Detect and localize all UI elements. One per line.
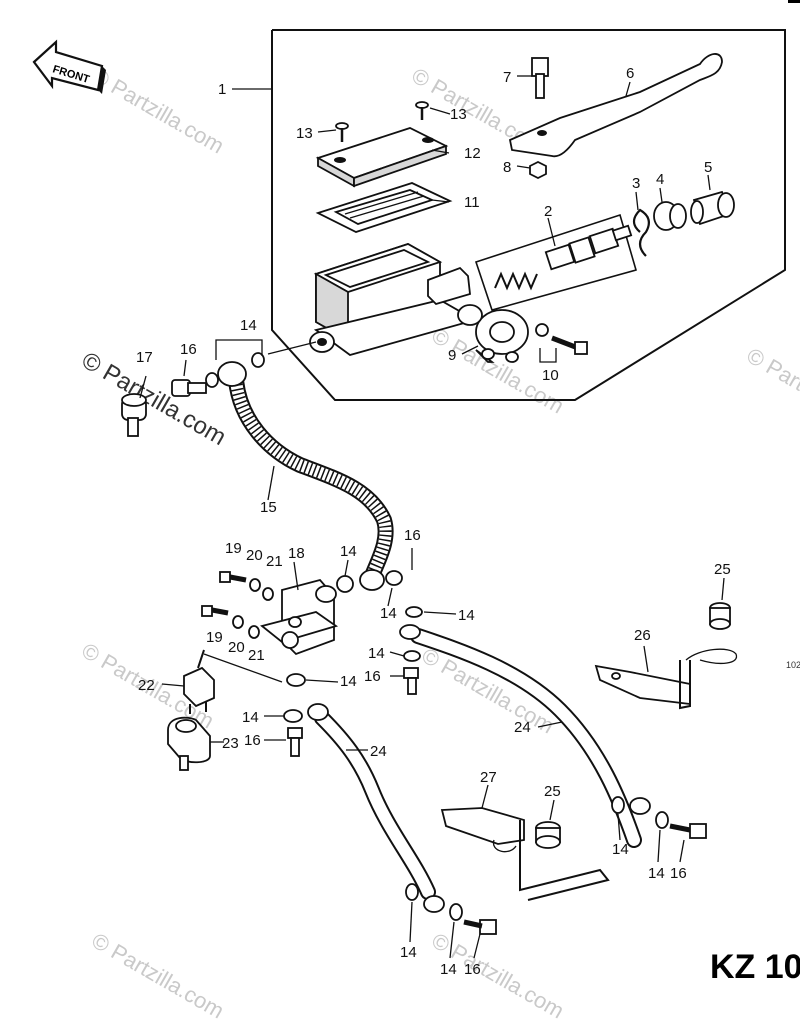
- banjo-bolt: [171, 352, 265, 397]
- callout-14f: 14: [340, 673, 357, 690]
- callout-16e: 16: [670, 865, 687, 882]
- upper-brake-hose: [217, 341, 403, 593]
- callout-1: 1: [218, 81, 226, 98]
- callout-23: 23: [222, 735, 239, 752]
- grommet: [535, 602, 731, 849]
- watermark-text: © Partzilla.com: [88, 63, 229, 159]
- watermark-copyright: © Partzilla.com: [77, 347, 231, 451]
- callout-19b: 19: [206, 629, 223, 646]
- washer-set: [283, 606, 423, 757]
- callout-24b: 24: [514, 719, 531, 736]
- callout-21a: 21: [266, 553, 283, 570]
- callout-8: 8: [503, 159, 511, 176]
- callout-25b: 25: [544, 783, 561, 800]
- cap-screw: [335, 101, 429, 142]
- corner-code: 102: [786, 660, 800, 670]
- callout-14e: 14: [368, 645, 385, 662]
- callout-3: 3: [632, 175, 640, 192]
- callout-14a: 14: [240, 317, 257, 334]
- dust-boot: [690, 190, 735, 226]
- callout-9: 9: [448, 347, 456, 364]
- callout-4: 4: [656, 171, 664, 188]
- clamp-bolt: [535, 323, 588, 355]
- callout-11: 11: [464, 194, 480, 211]
- callout-10: 10: [542, 367, 559, 384]
- callout-19a: 19: [225, 540, 242, 557]
- callout-16a: 16: [180, 341, 197, 358]
- callout-21b: 21: [248, 647, 265, 664]
- hose-bracket-right: [594, 648, 738, 710]
- model-title: KZ 10: [710, 948, 800, 986]
- brake-lever: [508, 53, 723, 158]
- callout-5: 5: [704, 159, 712, 176]
- hose-bracket-left: [440, 807, 610, 901]
- callout-18: 18: [288, 545, 305, 562]
- callout-15: 15: [260, 499, 277, 516]
- pivot-nut: [529, 160, 547, 180]
- callout-14b: 14: [340, 543, 357, 560]
- callout-14g: 14: [242, 709, 259, 726]
- callout-14c: 14: [380, 605, 397, 622]
- callout-20a: 20: [246, 547, 263, 564]
- leader-lines: [139, 75, 725, 959]
- reservoir-cap: [315, 127, 449, 188]
- master-cylinder-body: [309, 243, 529, 363]
- callout-22: 22: [138, 677, 155, 694]
- callout-13b: 13: [450, 106, 467, 123]
- watermark-text: © Partzilla.com: [88, 928, 229, 1024]
- callout-6: 6: [626, 65, 634, 82]
- spring-icon: [494, 271, 538, 291]
- callout-17: 17: [136, 349, 153, 366]
- callout-27: 27: [480, 769, 497, 786]
- callout-16f: 16: [464, 961, 481, 978]
- callout-16b: 16: [404, 527, 421, 544]
- callout-24a: 24: [370, 743, 387, 760]
- banjo-cap: [121, 393, 147, 437]
- stopper-washer: [653, 201, 687, 231]
- watermark-text: © Partzilla.com: [743, 343, 800, 439]
- pivot-bolt: [531, 57, 549, 99]
- callout-14j: 14: [400, 944, 417, 961]
- front-arrow-icon: FRONT: [32, 39, 106, 94]
- lower-brake-hose-left: [307, 703, 497, 935]
- callout-7: 7: [503, 69, 511, 86]
- brake-switch: [183, 649, 283, 714]
- callout-12: 12: [464, 145, 481, 162]
- callout-14k: 14: [440, 961, 457, 978]
- lower-brake-hose-right: [399, 624, 707, 848]
- callout-26: 26: [634, 627, 651, 644]
- callout-25a: 25: [714, 561, 731, 578]
- callout-14d: 14: [458, 607, 475, 624]
- callout-20b: 20: [228, 639, 245, 656]
- reservoir-diaphragm: [315, 182, 453, 233]
- brake-hose-joint: [260, 578, 339, 656]
- callout-labels: 1 2 3 4 5 6 7 8 9 10 11 12 13 13 14 14 1…: [136, 65, 731, 978]
- callout-13a: 13: [296, 125, 313, 142]
- joint-mount-bolt: [201, 571, 274, 639]
- snap-ring-icon: [632, 208, 651, 257]
- piston-assembly: [474, 213, 637, 311]
- callout-16d: 16: [244, 732, 261, 749]
- assembly-bracket: [232, 29, 786, 401]
- callout-2: 2: [544, 203, 552, 220]
- callout-14h: 14: [612, 841, 629, 858]
- callout-16c: 16: [364, 668, 381, 685]
- switch-cover: [167, 716, 211, 771]
- callout-14i: 14: [648, 865, 665, 882]
